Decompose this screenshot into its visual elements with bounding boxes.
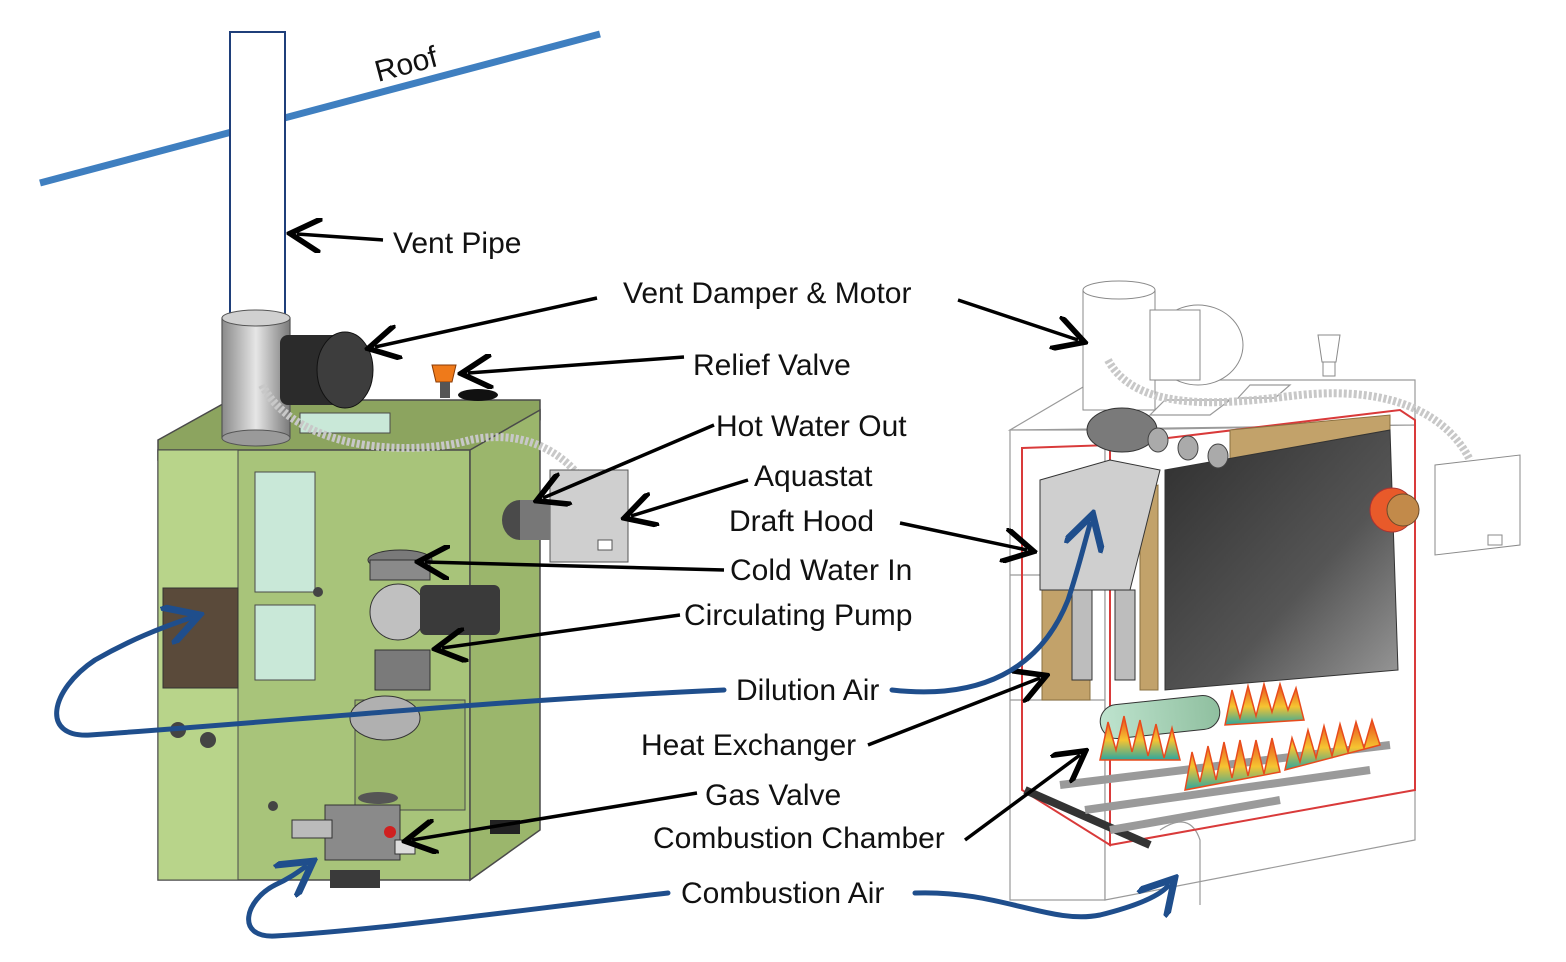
right-boiler <box>1007 280 1521 905</box>
leader-draft-hood <box>899 521 1027 550</box>
leader-relief-valve <box>468 357 685 373</box>
leader-hot-water-out <box>543 423 715 498</box>
combustion-air-left-arrow <box>246 867 671 939</box>
left-gas-valve <box>291 792 416 861</box>
label-vent-damper-motor: Vent Damper & Motor <box>623 277 911 310</box>
leader-arrows <box>297 234 1080 840</box>
left-relief-valve <box>431 364 498 401</box>
label-combustion-air: Combustion Air <box>681 877 884 910</box>
burner-flames <box>1099 681 1381 791</box>
label-circulating-pump: Circulating Pump <box>684 599 912 632</box>
roof-line <box>39 30 601 187</box>
label-cold-water-in: Cold Water In <box>730 554 912 587</box>
leader-circulating-pump <box>442 613 681 648</box>
dilution-air-right-arrow <box>889 524 1090 695</box>
leader-cold-water-in <box>425 562 725 570</box>
leader-vent-damper-right <box>957 298 1078 340</box>
label-combustion-chamber: Combustion Chamber <box>653 822 945 855</box>
label-vent-pipe: Vent Pipe <box>393 227 521 260</box>
vent-pipe <box>229 31 286 323</box>
label-gas-valve: Gas Valve <box>705 779 841 812</box>
label-heat-exchanger: Heat Exchanger <box>641 729 856 762</box>
label-aquastat: Aquastat <box>754 460 873 493</box>
label-dilution-air: Dilution Air <box>736 674 879 707</box>
dilution-air-left-arrow <box>54 618 727 738</box>
left-circulating-pump <box>349 549 500 741</box>
leader-aquastat <box>631 478 749 516</box>
leader-vent-pipe <box>297 234 384 240</box>
leader-heat-exchanger <box>867 678 1040 747</box>
left-vent-damper <box>221 309 374 447</box>
label-hot-water-out: Hot Water Out <box>716 410 907 443</box>
combustion-air-right-arrow <box>912 886 1168 920</box>
label-draft-hood: Draft Hood <box>729 505 874 538</box>
leader-gas-valve <box>412 791 698 840</box>
leader-vent-damper-left <box>375 296 598 347</box>
left-boiler <box>157 399 541 888</box>
leader-combustion-chamber <box>963 755 1080 842</box>
label-relief-valve: Relief Valve <box>693 349 851 382</box>
airflow-arrows <box>54 524 1168 939</box>
